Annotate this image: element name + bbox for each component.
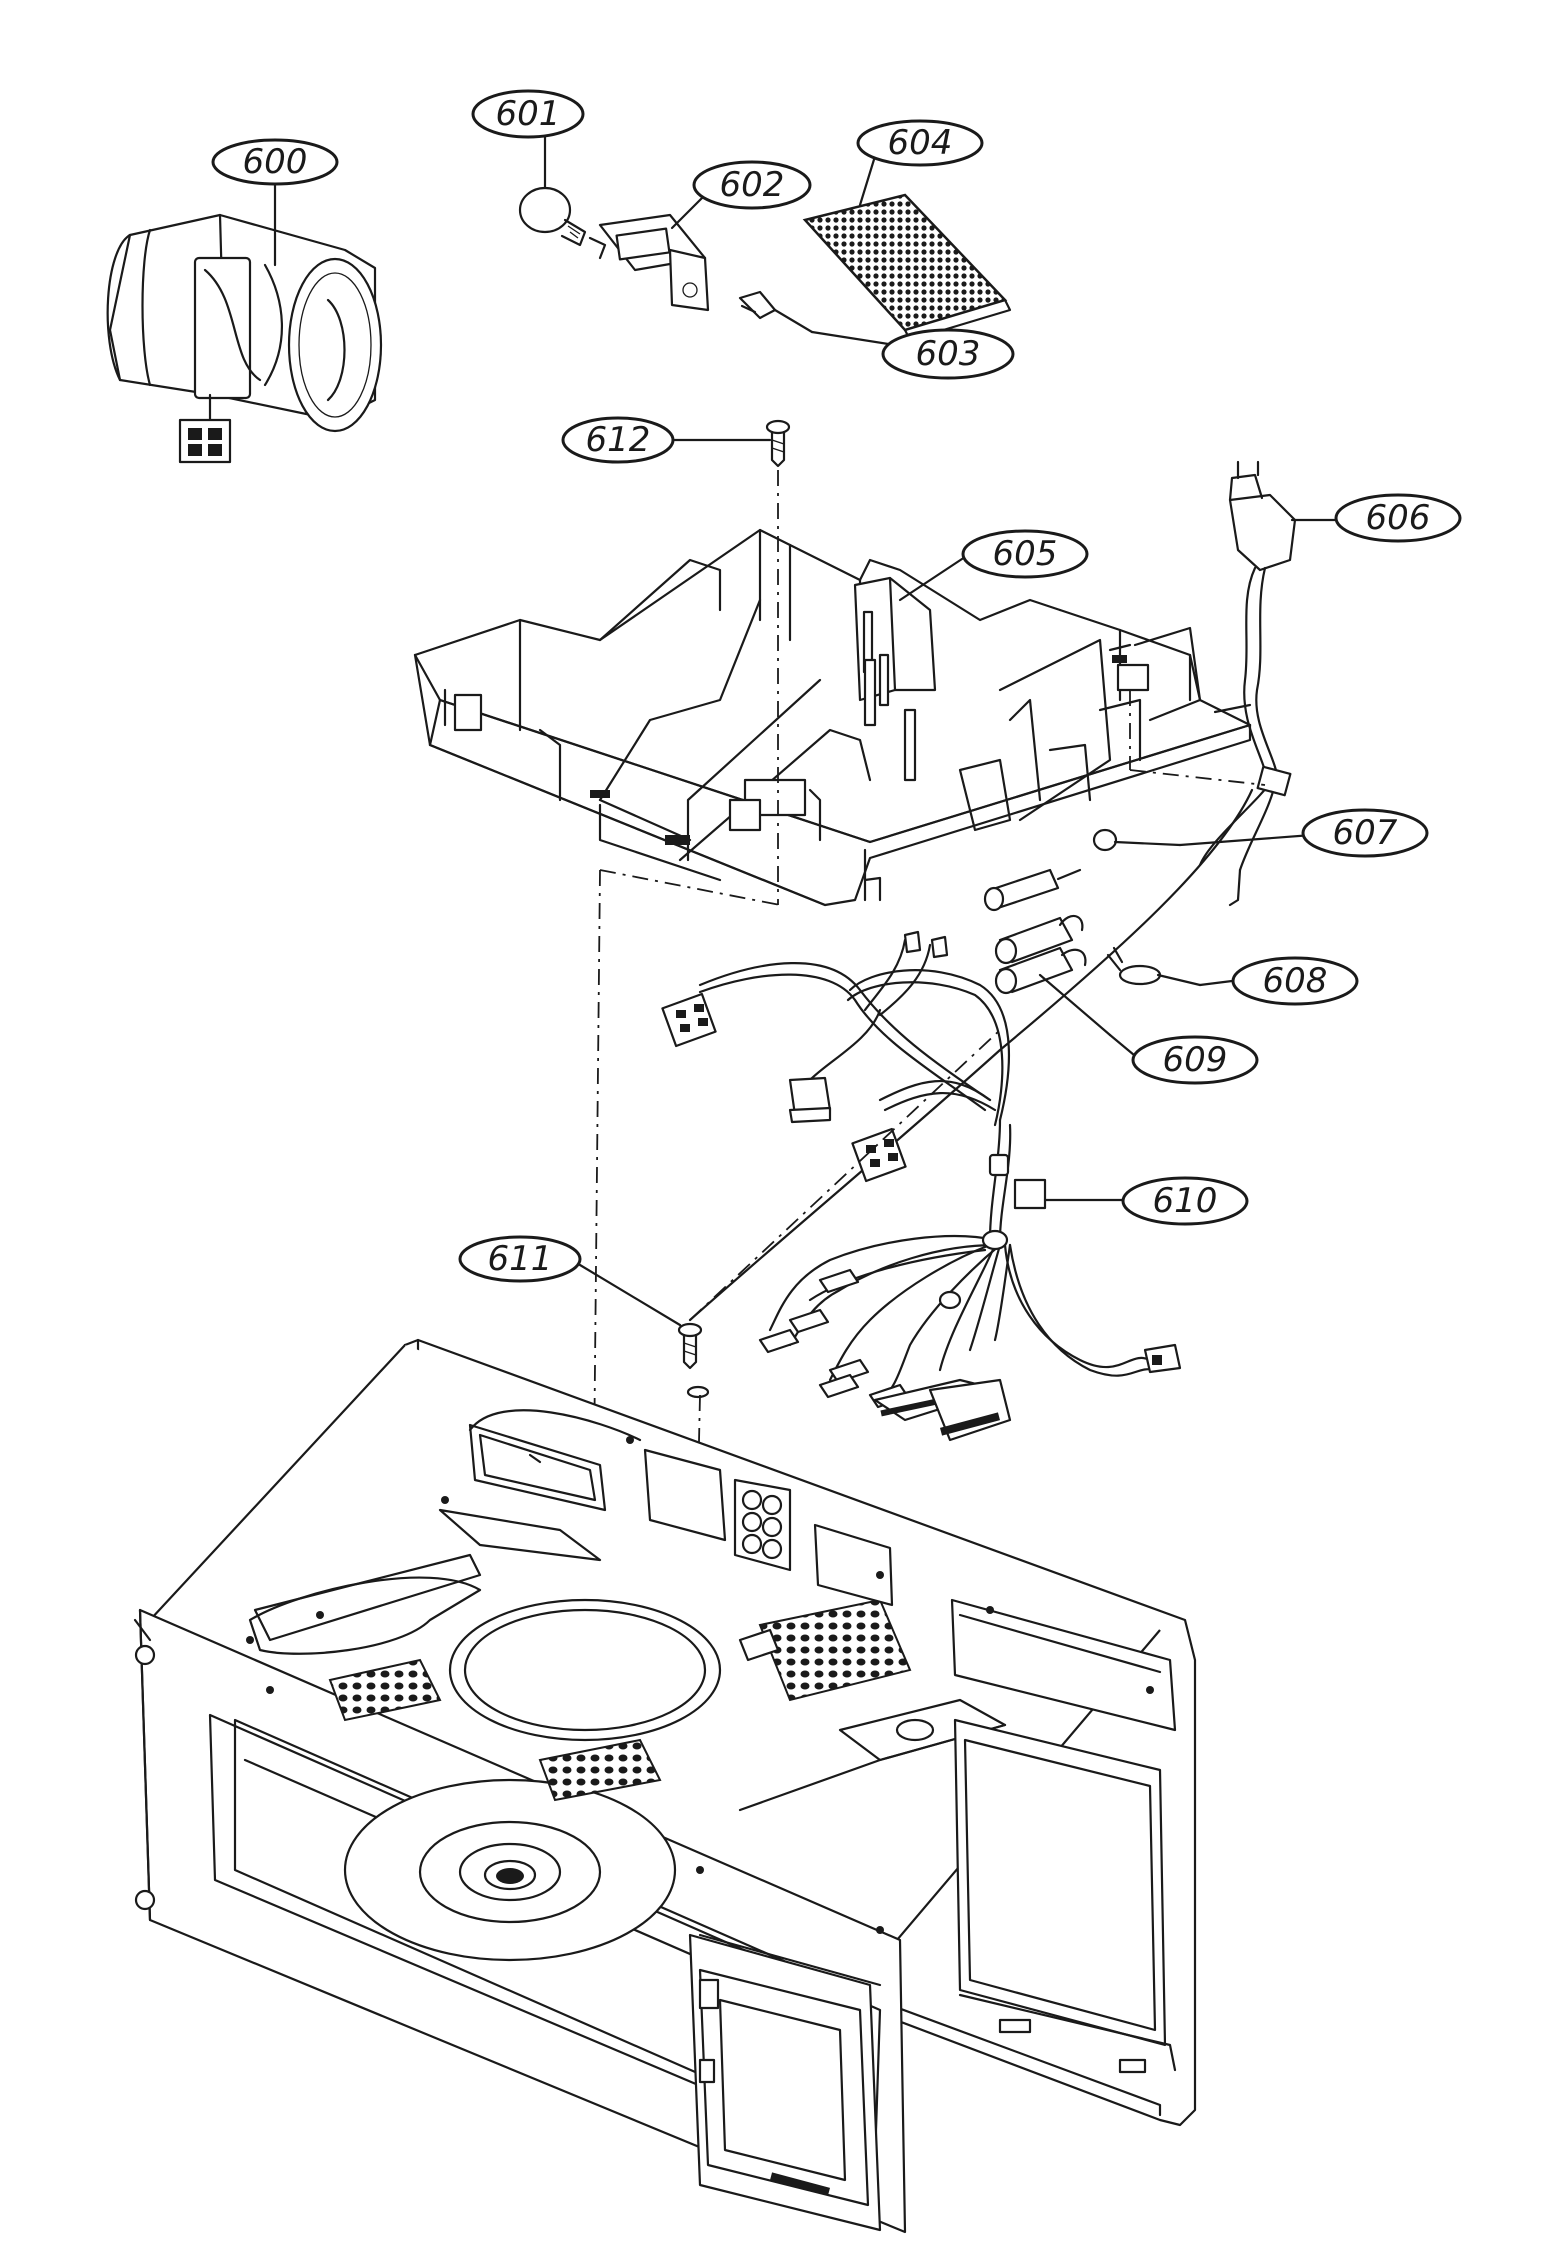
callout-608-text: 608 <box>1263 961 1328 1001</box>
fuse <box>983 828 1182 912</box>
screw-612 <box>765 419 791 468</box>
callout-600: 600 <box>211 138 339 186</box>
callout-611-text: 611 <box>488 1239 553 1279</box>
callout-601: 601 <box>471 89 585 139</box>
microwave-cavity-frame <box>133 1338 1197 2234</box>
callout-606-text: 606 <box>1366 498 1431 538</box>
callout-610-text: 610 <box>1153 1181 1218 1221</box>
callout-608: 608 <box>1231 956 1359 1006</box>
callout-609-text: 609 <box>1163 1040 1228 1080</box>
callout-604: 604 <box>856 119 984 167</box>
callout-600-text: 600 <box>243 142 308 182</box>
callout-612: 612 <box>561 416 675 464</box>
callout-609: 609 <box>1131 1035 1259 1085</box>
fuse-set <box>994 914 1112 1037</box>
callout-602-text: 602 <box>720 165 785 205</box>
control-box-base <box>413 528 1252 907</box>
screw-611 <box>677 1322 710 1399</box>
callout-603-text: 603 <box>916 334 981 374</box>
callout-601-text: 601 <box>496 94 561 134</box>
callout-605-text: 605 <box>993 534 1058 574</box>
callout-605: 605 <box>961 529 1089 579</box>
thermistor <box>1106 946 1202 987</box>
power-cord <box>688 460 1297 1322</box>
callout-604-text: 604 <box>888 123 953 163</box>
lamp-bulb <box>518 186 587 247</box>
callout-611: 611 <box>458 1235 582 1283</box>
callout-602: 602 <box>692 160 812 210</box>
callout-606: 606 <box>1334 493 1462 543</box>
socket-connector <box>738 290 814 334</box>
wire-harness <box>661 930 1182 1442</box>
callout-612-text: 612 <box>586 420 651 460</box>
grease-filter <box>802 193 1012 342</box>
callout-607-text: 607 <box>1333 813 1398 853</box>
blower-fan-assembly <box>106 213 383 464</box>
callout-603: 603 <box>881 328 1015 380</box>
callout-610: 610 <box>1121 1176 1249 1226</box>
lamp-socket-bracket <box>588 213 710 312</box>
callout-607: 607 <box>1301 808 1429 858</box>
